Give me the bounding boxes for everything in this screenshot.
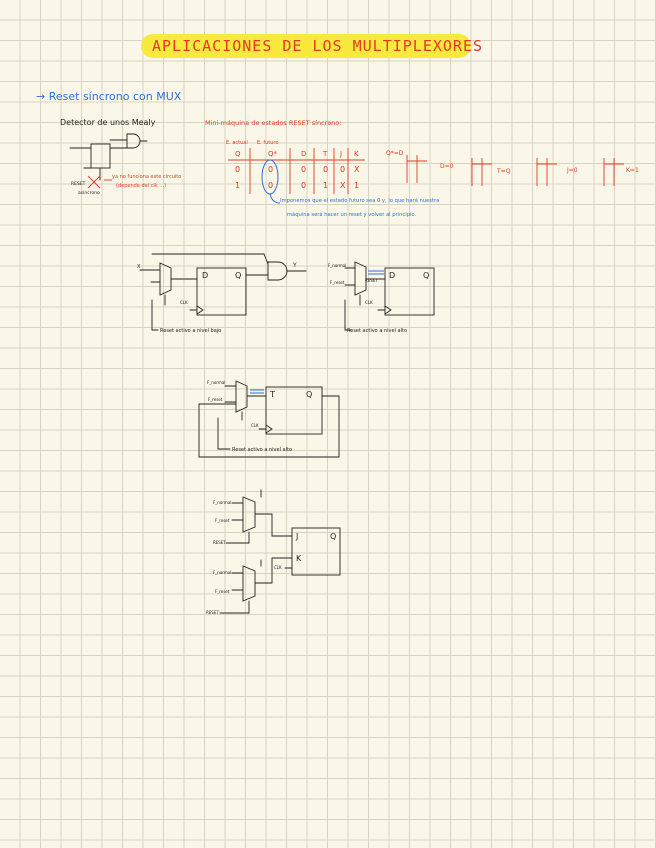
clk-label-1: CLK <box>180 300 188 305</box>
ff3-t-label: T <box>270 390 275 399</box>
table-cell: 0 <box>323 165 329 174</box>
freset-label-5: F_reset <box>215 589 230 594</box>
red-note-1: ya no funciona este circuito <box>112 174 182 180</box>
caption-reset-high-t: Reset activo a nivel alto <box>232 447 293 453</box>
clk-label-2: CLK <box>365 300 373 305</box>
col-futuro-label: E. futuro <box>257 140 279 146</box>
detector-label: Detector de unos Mealy <box>60 118 156 127</box>
kmap-t <box>471 158 492 186</box>
tff-3 <box>265 386 323 435</box>
ff2-d-label: D <box>389 271 396 280</box>
fnormal-label-5: F_normal <box>213 570 232 575</box>
ff1-d-label: D <box>202 271 209 280</box>
kmap-j <box>536 158 557 186</box>
ff3-q-label: Q <box>306 390 313 399</box>
blue-circle-qstar <box>261 159 279 195</box>
kmap-t-result: T=Q <box>497 168 511 175</box>
freset-label-2: F_reset <box>330 280 345 285</box>
table-header-j: J <box>340 150 343 158</box>
red-note-2: (depende del clk ...) <box>116 183 167 189</box>
blue-note-2: máquina será hacer un reset y volver al … <box>287 212 417 218</box>
reset-label-jk-2: RESET <box>206 610 219 615</box>
kmap-d-result: D=0 <box>440 163 454 170</box>
caption-reset-high: Reset activo a nivel alto <box>347 328 408 334</box>
table-cell: X <box>354 165 360 174</box>
blue-note-1: Imponemos que el estado futuro sea 0 y, … <box>280 198 440 204</box>
reset-label-jk-1: RESET <box>213 540 226 545</box>
asincrono-label: asíncrono <box>78 191 100 196</box>
ff4-q-label: Q <box>330 532 337 541</box>
reset-label-mux-2: RESET <box>365 278 378 283</box>
page-title: APLICACIONES DE LOS MULTIPLEXORES <box>152 37 484 55</box>
table-header-t: T <box>323 150 328 158</box>
table-cell: 1 <box>235 181 241 190</box>
section-heading: → Reset síncrono con MUX <box>36 90 182 103</box>
table-cell: 0 <box>340 165 346 174</box>
ff4-k-label: K <box>296 554 302 563</box>
clk-label-4: CLK <box>274 565 282 570</box>
fnormal-label-2: F_normal <box>328 263 347 268</box>
clk-label-3: CLK <box>251 423 259 428</box>
table-cell: 1 <box>354 181 360 190</box>
fnormal-label-4: F_normal <box>213 500 232 505</box>
kmap-d-label: Q*=D <box>386 150 404 157</box>
caption-reset-low: Reset activo a nivel bajo <box>160 328 222 334</box>
freset-label-4: F_reset <box>215 518 230 523</box>
table-cell: 0 <box>235 165 241 174</box>
state-machine-heading: Mini-máquina de estados RESET síncrono: <box>205 119 342 127</box>
table-cell: 0 <box>268 181 274 190</box>
freset-label-3: F_reset <box>208 397 223 402</box>
mealy-ff-box <box>90 143 111 169</box>
mux-1 <box>159 262 172 296</box>
input-x-label: X <box>137 264 141 270</box>
kmap-k-result: K=1 <box>626 167 639 174</box>
kmap-d <box>406 155 427 183</box>
table-header-qstar: Q* <box>268 150 278 158</box>
ff4-j-label: J <box>296 532 299 541</box>
fnormal-label-3: F_normal <box>207 380 226 385</box>
reset-label-mealy: RESET <box>71 182 86 187</box>
table-cell: X <box>340 181 346 190</box>
mux-3 <box>235 380 248 413</box>
dff-1 <box>196 267 247 316</box>
table-cell: 0 <box>301 165 307 174</box>
output-y-label: Y <box>293 262 297 269</box>
table-cell: 1 <box>323 181 329 190</box>
mux-2 <box>354 261 367 296</box>
table-cell: 0 <box>301 181 307 190</box>
col-actual-label: E. actual <box>226 140 248 146</box>
ff1-q-label: Q <box>235 271 242 280</box>
jkff-4 <box>291 527 341 576</box>
table-header-k: K <box>354 150 359 158</box>
ff2-q-label: Q <box>423 271 430 280</box>
mux-4b <box>242 565 256 602</box>
table-cell: 0 <box>268 165 274 174</box>
dff-2 <box>384 267 435 316</box>
table-header-d: D <box>301 150 307 158</box>
mealy-and-gate <box>126 133 141 149</box>
title-highlight <box>141 34 471 58</box>
mux-4a <box>242 496 256 533</box>
blue-pointer <box>269 193 281 204</box>
kmap-j-result: J=0 <box>567 167 578 174</box>
and-gate-1 <box>267 261 288 281</box>
table-header-q: Q <box>235 150 241 158</box>
kmap-k <box>603 158 624 186</box>
